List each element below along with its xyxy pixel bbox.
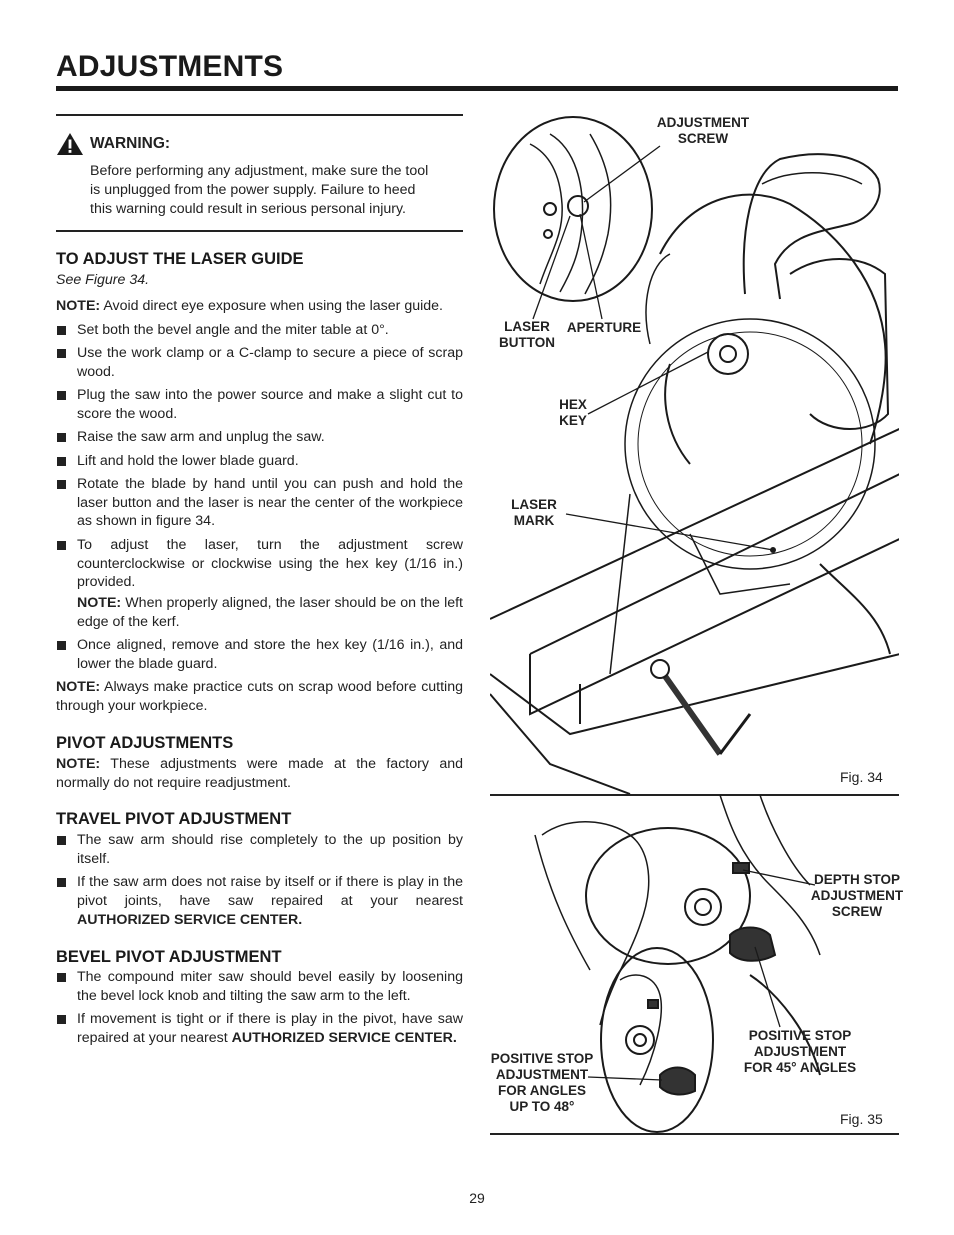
- list-item: Plug the saw into the power source and m…: [56, 386, 463, 424]
- laser-button-label: LASER BUTTON: [499, 319, 555, 350]
- note-text: Avoid direct eye exposure when using the…: [103, 297, 443, 314]
- aperture-label: APERTURE: [566, 320, 642, 335]
- page-number: 29: [469, 1190, 485, 1206]
- service-center-text: AUTHORIZED SERVICE CENTER.: [77, 911, 303, 928]
- travel-pivot-steps: The saw arm should rise completely to th…: [56, 831, 463, 929]
- positive-stop-45-label: POSITIVE STOP ADJUSTMENT FOR 45° ANGLES: [743, 1028, 857, 1075]
- bevel-pivot-steps: The compound miter saw should bevel easi…: [56, 968, 463, 1048]
- miter-saw-laser-illustration: [490, 116, 899, 794]
- hex-key-label: HEX KEY: [559, 397, 587, 428]
- figure-bottom-rule: [490, 1133, 899, 1135]
- figure-34: ADJUSTMENT SCREW LASER BUTTON APERTURE H…: [490, 114, 899, 794]
- laser-steps: Set both the bevel angle and the miter t…: [56, 321, 463, 674]
- list-item: Once aligned, remove and store the hex k…: [56, 636, 463, 674]
- left-column: WARNING: Before performing any adjustmen…: [56, 114, 463, 1053]
- list-item: To adjust the laser, turn the adjustment…: [56, 536, 463, 632]
- laser-mark-label: LASER MARK: [511, 497, 557, 528]
- list-item: The compound miter saw should bevel easi…: [56, 968, 463, 1006]
- pivot-heading: PIVOT ADJUSTMENTS: [56, 733, 234, 752]
- figure-35: DEPTH STOP ADJUSTMENT SCREW POSITIVE STO…: [490, 795, 903, 1137]
- note-label: NOTE:: [56, 755, 101, 772]
- depth-stop-label: DEPTH STOP ADJUSTMENT SCREW: [810, 872, 904, 919]
- figure-34-caption: Fig. 34: [840, 769, 883, 785]
- pivot-note: NOTE: These adjustments were made at the…: [56, 755, 463, 793]
- laser-heading: TO ADJUST THE LASER GUIDE: [56, 250, 304, 269]
- note-label: NOTE:: [56, 297, 101, 314]
- figure-35-caption: Fig. 35: [840, 1111, 883, 1127]
- warning-text: Before performing any adjustment, make s…: [90, 163, 429, 217]
- list-item: Use the work clamp or a C-clamp to secur…: [56, 344, 463, 382]
- note-text: These adjustments were made at the facto…: [56, 755, 463, 791]
- list-item: If the saw arm does not raise by itself …: [56, 873, 463, 929]
- list-item: Lift and hold the lower blade guard.: [56, 452, 463, 471]
- list-item: Raise the saw arm and unplug the saw.: [56, 428, 463, 447]
- note-label: NOTE:: [77, 595, 122, 612]
- practice-note: NOTE: Always make practice cuts on scrap…: [56, 678, 463, 716]
- laser-note: NOTE: Avoid direct eye exposure when usi…: [56, 297, 463, 316]
- note-label: NOTE:: [56, 679, 101, 696]
- warning-triangle-icon: [57, 133, 83, 155]
- warning-box: WARNING: Before performing any adjustmen…: [56, 114, 463, 233]
- note-text: Always make practice cuts on scrap wood …: [56, 679, 463, 715]
- list-item: Set both the bevel angle and the miter t…: [56, 321, 463, 340]
- title-rule: [56, 86, 898, 91]
- travel-pivot-heading: TRAVEL PIVOT ADJUSTMENT: [56, 810, 292, 829]
- bevel-stop-illustration: [534, 795, 821, 1133]
- list-item-text: If the saw arm does not raise by itself …: [77, 874, 463, 909]
- figure-divider: [490, 794, 899, 796]
- warning-heading: WARNING:: [56, 132, 463, 156]
- list-item-text: To adjust the laser, turn the adjustment…: [77, 536, 463, 591]
- see-figure-ref: See Figure 34.: [56, 272, 150, 289]
- page-title: ADJUSTMENTS: [56, 50, 284, 83]
- list-item: If movement is tight or if there is play…: [56, 1010, 463, 1048]
- bevel-pivot-heading: BEVEL PIVOT ADJUSTMENT: [56, 947, 282, 966]
- list-item-text: If movement is tight or if there is play…: [77, 1011, 463, 1047]
- positive-stop-48-label: POSITIVE STOP ADJUSTMENT FOR ANGLES UP T…: [490, 1051, 594, 1114]
- list-item: Rotate the blade by hand until you can p…: [56, 475, 463, 531]
- adjustment-screw-label: ADJUSTMENT SCREW: [656, 115, 750, 146]
- aligned-note: NOTE: When properly aligned, the laser s…: [77, 594, 463, 632]
- warning-label: WARNING:: [90, 134, 171, 152]
- list-item: The saw arm should rise completely to th…: [56, 831, 463, 869]
- note-text: When properly aligned, the laser should …: [77, 595, 463, 630]
- service-center-text: AUTHORIZED SERVICE CENTER.: [231, 1030, 457, 1047]
